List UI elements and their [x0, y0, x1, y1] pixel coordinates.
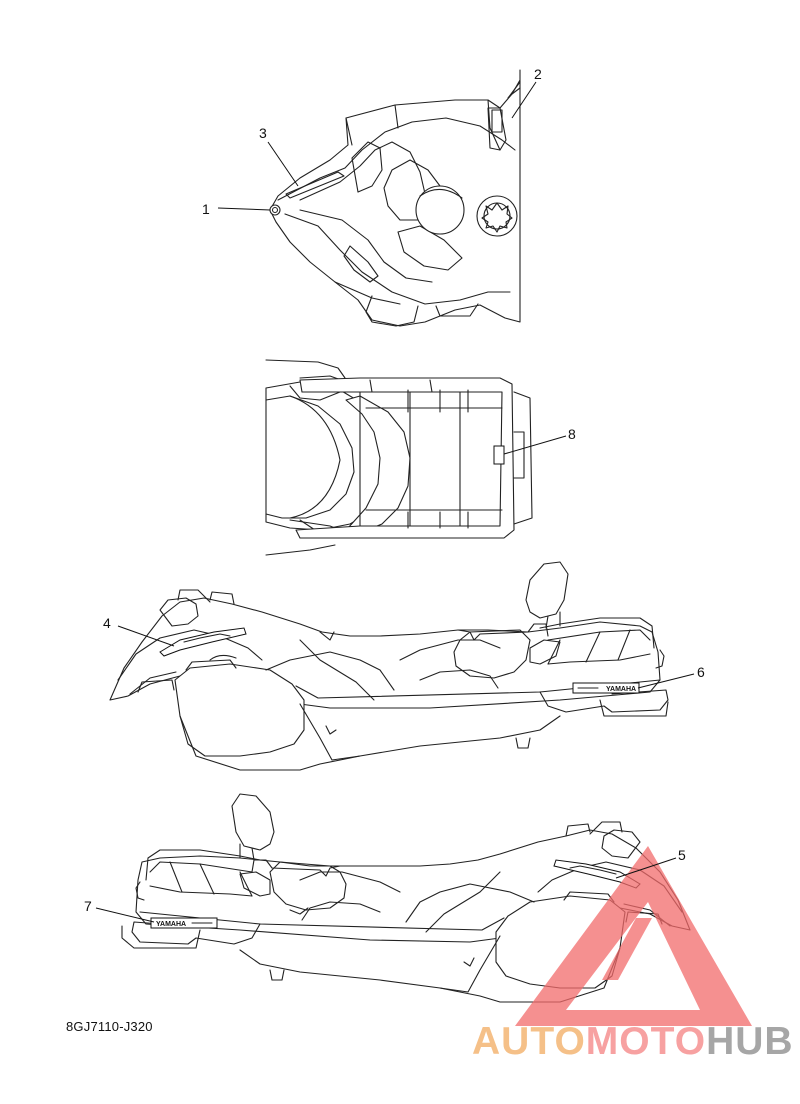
watermark-part-hub: HUB: [706, 1020, 794, 1063]
decal-brand-side: YAMAHA: [606, 686, 636, 693]
callout-3: 3: [259, 125, 267, 141]
callout-8: 8: [568, 426, 576, 442]
callout-4: 4: [103, 615, 111, 631]
side-view-right: YAMAHA: [109, 561, 669, 771]
watermark-logo: AUTOMOTOHUB: [472, 1022, 794, 1061]
callout-6: 6: [697, 664, 705, 680]
decal-brand-side-left: YAMAHA: [156, 921, 186, 928]
callout-7: 7: [84, 898, 92, 914]
top-front-view: [269, 69, 521, 327]
top-rear-view: [265, 359, 533, 556]
watermark-part-auto: AUTO: [472, 1020, 586, 1063]
watermark-triangle-icon: [515, 846, 752, 1026]
callout-5: 5: [678, 847, 686, 863]
callout-2: 2: [534, 66, 542, 82]
watermark-part-moto: MOTO: [585, 1020, 707, 1063]
callout-labels: 1 2 3 4 5 6 7 8: [84, 66, 705, 914]
leader-lines: [95, 81, 695, 923]
part-code: 8GJ7110-J320: [66, 1019, 153, 1034]
side-view-left: YAMAHA: [121, 793, 691, 1003]
callout-1: 1: [202, 201, 210, 217]
